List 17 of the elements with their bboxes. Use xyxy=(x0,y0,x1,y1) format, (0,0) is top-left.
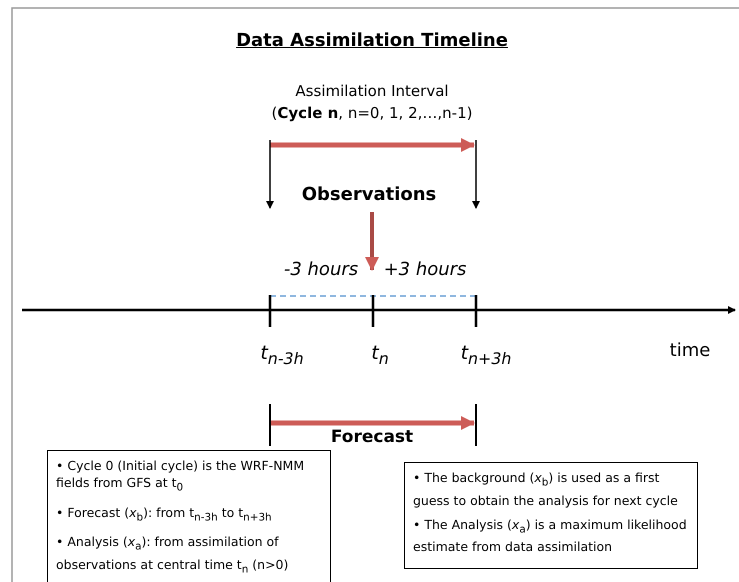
note-box xyxy=(404,462,698,569)
observations-label: Observations xyxy=(302,184,436,205)
bullet-text: • Forecast (x$_{b}$): from t$_{n-3h}$ to t$_{n+3h}$ xyxy=(56,504,273,525)
interval-label: Assimilation Interval xyxy=(295,82,449,100)
diagram-title: Data Assimilation Timeline xyxy=(236,30,508,51)
cycle-label: (Cycle n, n=0, 1, 2,…,n-1) xyxy=(272,104,472,122)
bullet-text: • Cycle 0 (Initial cycle) is the WRF-NMM fields from GFS at t$_{0}$ xyxy=(56,457,306,496)
time-label: t$_{n+3h}$ xyxy=(460,342,512,368)
offset-label: -3 hours xyxy=(284,259,358,280)
bullet-text: • Analysis (x$_{a}$): from assimilation of observations at central time t$_{n}$ (n>0) xyxy=(56,533,290,577)
time-label: t$_{n-3h}$ xyxy=(260,342,304,368)
bullet-text: • The Analysis (x$_{a}$) is a maximum likelihood estimate from data assimilation xyxy=(413,516,688,555)
axis-label: time xyxy=(670,340,710,361)
note-box xyxy=(47,450,331,582)
offset-label: +3 hours xyxy=(384,259,466,280)
forecast-label: Forecast xyxy=(330,428,414,446)
time-label: t$_{n}$ xyxy=(371,342,389,368)
